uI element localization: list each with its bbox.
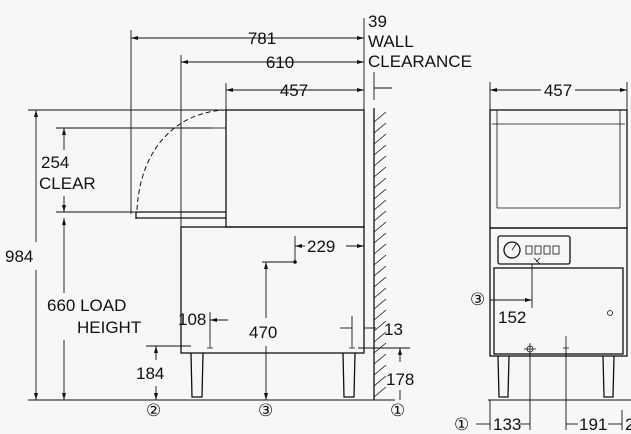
gauge-needle [511,243,517,251]
dim-13-text: 13 [384,320,403,339]
dim-984-text: 984 [5,247,33,266]
wall [373,108,387,400]
wall-clearance-value: 39 [368,12,387,31]
dim-470-text: 470 [249,323,277,342]
side-hood-outline [225,109,365,228]
control-button-2 [534,245,542,255]
marker-1-front: ① [454,415,469,434]
wall-hatching [373,111,387,398]
hatch-stroke [373,320,387,332]
hatch-stroke [373,177,387,189]
hatch-stroke [373,254,387,266]
hatch-stroke [373,199,387,211]
side-fitting-right [349,340,355,349]
load-height-label: HEIGHT [77,318,141,337]
front-leg-right [602,355,615,398]
dim-133-text: 133 [493,415,521,434]
marker-2-front-partial: 2 [625,415,631,434]
control-button-3 [543,245,551,255]
front-door-panel [493,267,624,355]
side-fitting-left [207,340,213,349]
dim-152-text: 152 [498,308,526,327]
load-height-value: 660 LOAD [47,296,126,315]
side-cabinet-outline [180,226,365,354]
hatch-stroke [373,111,387,123]
gauge-icon [503,241,521,259]
hatch-stroke [373,243,387,255]
clear-label: CLEAR [39,174,96,193]
hatch-stroke [373,309,387,321]
dim-457-front-text: 457 [544,81,572,100]
clear-value: 254 [41,153,69,172]
front-cabinet-outline [489,227,628,357]
hatch-stroke [373,353,387,365]
hatch-stroke [373,166,387,178]
door-swing-arc [136,109,227,211]
marker-3-front: ③ [470,290,485,309]
hatch-stroke [373,265,387,277]
control-button-4 [552,245,560,255]
marker-1-side: ① [390,401,405,420]
dim-178-text: 178 [386,370,414,389]
dim-184-text: 184 [136,364,164,383]
hatch-stroke [373,122,387,134]
control-switch-icon [533,257,541,265]
hatch-stroke [373,188,387,200]
dim-781-text: 781 [248,29,276,48]
hatch-stroke [373,210,387,222]
front-fitting-left-cross [524,343,536,355]
hatch-stroke [373,276,387,288]
dim-457-side-text: 457 [280,81,308,100]
wall-clearance-line2: CLEARANCE [368,52,472,71]
hatch-stroke [373,331,387,343]
control-panel [497,235,571,265]
hatch-stroke [373,375,387,387]
hatch-stroke [373,364,387,376]
dim-108-text: 108 [178,310,206,329]
wall-clearance-line1: WALL [368,32,414,51]
hatch-stroke [373,232,387,244]
hatch-stroke [373,155,387,167]
dim-229-text: 229 [307,237,335,256]
hatch-stroke [373,144,387,156]
front-dimensions: 457 152 ③ ① 133 191 2 [454,81,631,434]
side-view [135,109,395,401]
dim-610-text: 610 [266,53,294,72]
front-leg-left [497,355,510,398]
marker-3-side: ③ [258,401,273,420]
hatch-stroke [373,386,387,398]
hatch-stroke [373,221,387,233]
front-hood-outline [489,109,628,229]
door-latch [607,310,613,316]
hatch-stroke [373,287,387,299]
front-view [488,109,631,401]
hatch-stroke [373,133,387,145]
control-button-1 [525,245,533,255]
side-leg-right [342,352,356,398]
hatch-stroke [373,298,387,310]
marker-2-side: ② [146,401,161,420]
front-fitting-right [563,336,569,349]
dim-191-text: 191 [579,415,607,434]
side-dimensions: 781 610 457 39 WALL CLEARANCE 984 [5,12,472,420]
side-leg-left [190,352,204,398]
